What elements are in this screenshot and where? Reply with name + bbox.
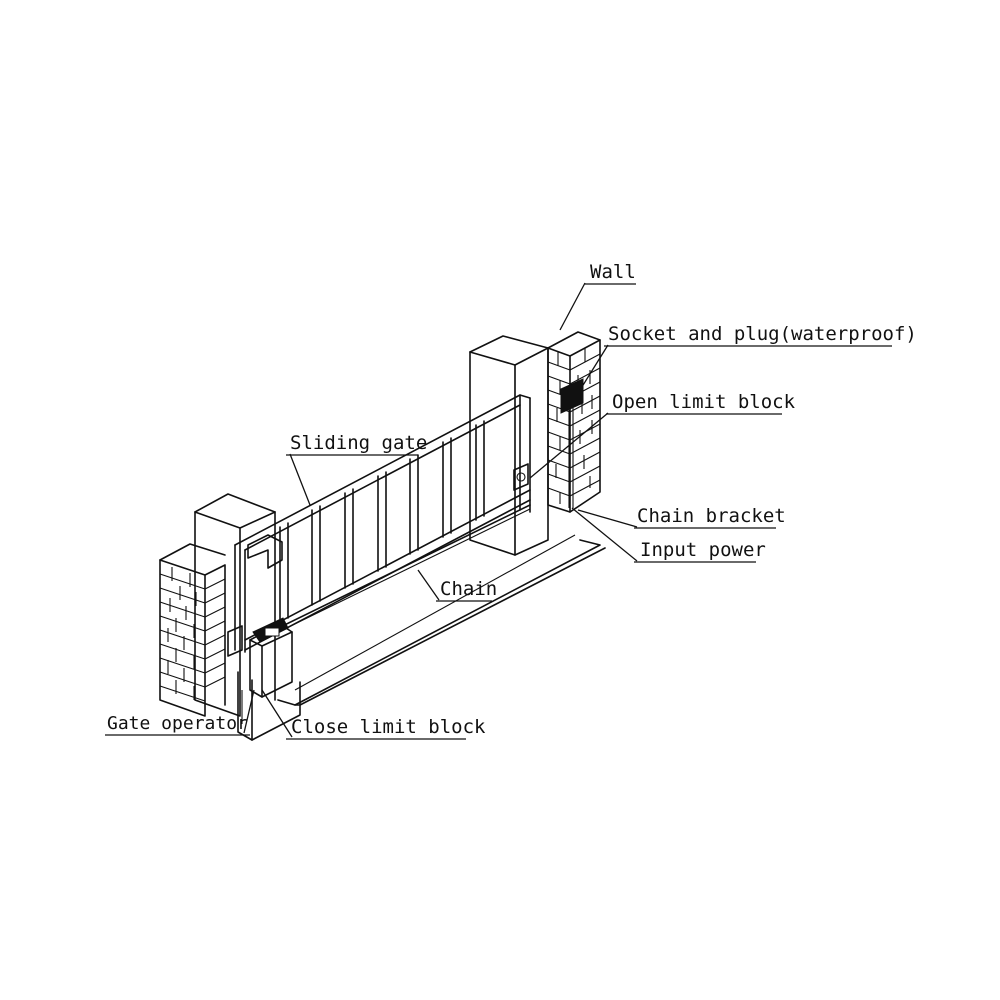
sliding-gate bbox=[234, 394, 531, 653]
label-socket-plug: Socket and plug(waterproof) bbox=[608, 323, 917, 345]
right-pillar bbox=[469, 335, 549, 556]
label-close-limit-block: Close limit block bbox=[291, 716, 486, 738]
label-wall: Wall bbox=[590, 261, 636, 283]
left-pillar bbox=[194, 493, 276, 717]
label-open-limit-block: Open limit block bbox=[612, 391, 796, 413]
gate-stopper bbox=[247, 534, 283, 569]
label-chain: Chain bbox=[440, 578, 497, 600]
left-brick-wall bbox=[159, 543, 226, 717]
leader-lines bbox=[243, 282, 638, 738]
chain-line bbox=[261, 504, 531, 637]
socket-plug-box bbox=[560, 378, 584, 508]
right-brick-wall bbox=[547, 331, 601, 513]
label-sliding-gate: Sliding gate bbox=[290, 432, 427, 454]
ground-track bbox=[277, 534, 606, 706]
open-limit-block-part bbox=[513, 463, 529, 491]
label-chain-bracket: Chain bracket bbox=[637, 505, 786, 527]
gate-operator-unit bbox=[227, 617, 301, 741]
label-input-power: Input power bbox=[640, 539, 766, 561]
labels: Wall Socket and plug(waterproof) Open li… bbox=[105, 261, 917, 740]
label-gate-operator: Gate operator bbox=[107, 713, 248, 734]
